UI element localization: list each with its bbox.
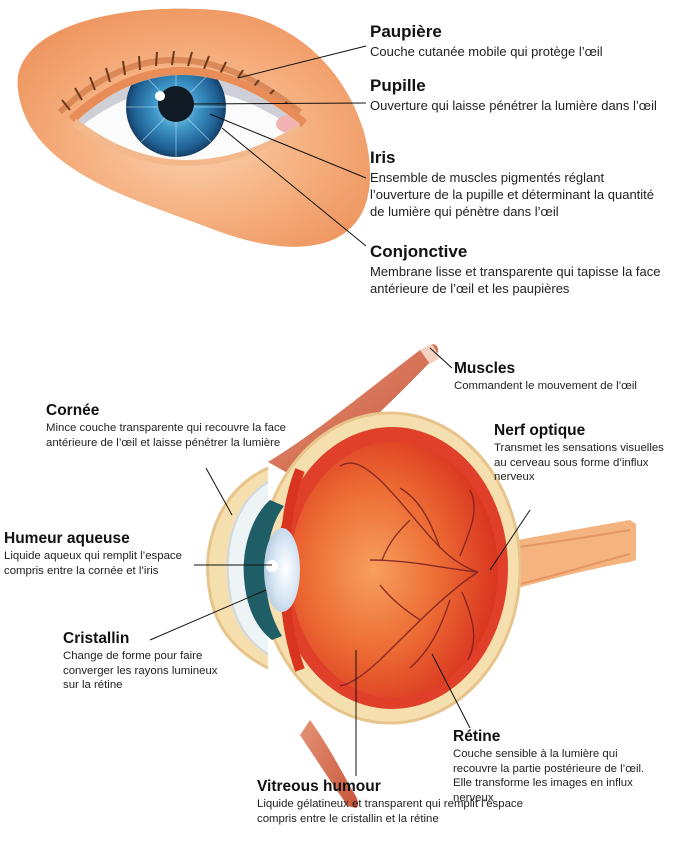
eye-highlight xyxy=(155,91,165,101)
label-muscles: Muscles Commandent le mouvement de l’œil xyxy=(454,360,669,394)
label-humeur-aqueuse: Humeur aqueuse Liquide aqueux qui rempli… xyxy=(4,530,189,578)
label-description: Ouverture qui laisse pénétrer la lumière… xyxy=(370,97,660,114)
label-description: Ensemble de muscles pigmentés réglant l’… xyxy=(370,169,665,220)
label-description: Commandent le mouvement de l’œil xyxy=(454,379,669,394)
label-title: Vitreous humour xyxy=(257,778,527,796)
label-title: Humeur aqueuse xyxy=(4,530,189,548)
label-nerf-optique: Nerf optique Transmet les sensations vis… xyxy=(494,422,669,485)
external-eye xyxy=(18,9,371,247)
label-pupille: Pupille Ouverture qui laisse pénétrer la… xyxy=(370,76,660,114)
label-iris: Iris Ensemble de muscles pigmentés régla… xyxy=(370,148,665,220)
label-paupiere: Paupière Couche cutanée mobile qui protè… xyxy=(370,22,660,60)
label-description: Liquide aqueux qui remplit l’espace comp… xyxy=(4,549,189,578)
label-title: Rétine xyxy=(453,728,663,746)
label-title: Paupière xyxy=(370,22,660,42)
label-title: Nerf optique xyxy=(494,422,669,440)
label-description: Membrane lisse et transparente qui tapis… xyxy=(370,263,665,297)
label-cristallin: Cristallin Change de forme pour faire co… xyxy=(63,630,223,693)
label-title: Muscles xyxy=(454,360,669,378)
label-title: Cristallin xyxy=(63,630,223,648)
label-title: Iris xyxy=(370,148,665,168)
label-title: Cornée xyxy=(46,402,286,420)
label-cornee: Cornée Mince couche transparente qui rec… xyxy=(46,402,286,450)
label-description: Transmet les sensations visuelles au cer… xyxy=(494,441,669,485)
label-title: Pupille xyxy=(370,76,660,96)
label-conjonctive: Conjonctive Membrane lisse et transparen… xyxy=(370,242,665,297)
label-title: Conjonctive xyxy=(370,242,665,262)
label-description: Change de forme pour faire converger les… xyxy=(63,649,223,693)
label-description: Couche cutanée mobile qui protège l’œil xyxy=(370,43,660,60)
pupil xyxy=(158,86,194,122)
label-vitreous-humour: Vitreous humour Liquide gélatineux et tr… xyxy=(257,778,527,826)
label-description: Liquide gélatineux et transparent qui re… xyxy=(257,797,527,826)
label-description: Mince couche transparente qui recouvre l… xyxy=(46,421,286,450)
